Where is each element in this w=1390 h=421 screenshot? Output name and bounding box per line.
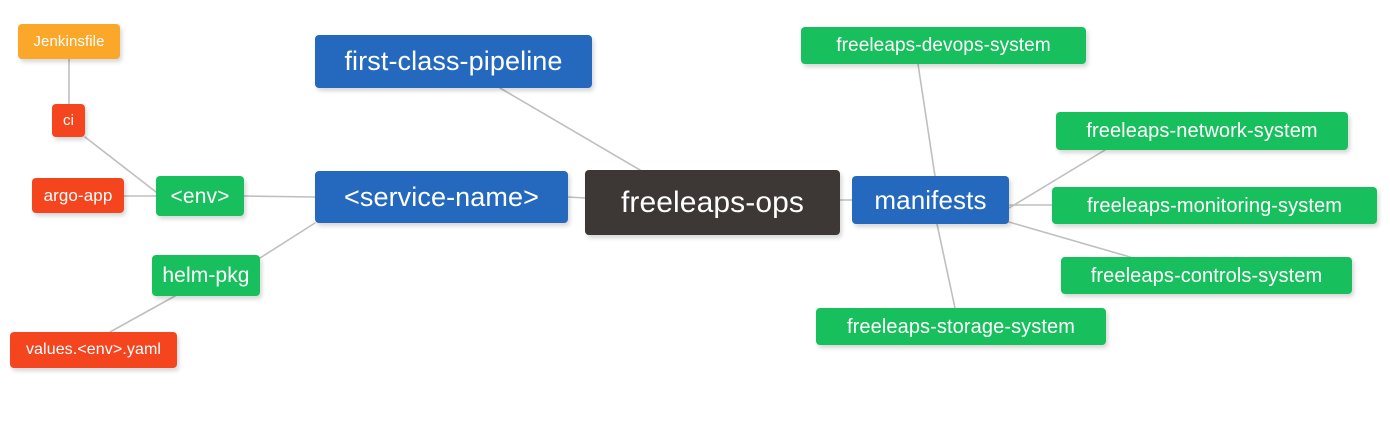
mindmap-node-freeleaps-network-system[interactable]: freeleaps-network-system (1056, 112, 1348, 150)
mindmap-node-service-name[interactable]: <service-name> (315, 171, 568, 223)
mindmap-node-freeleaps-controls-system[interactable]: freeleaps-controls-system (1061, 257, 1352, 294)
mindmap-node-env[interactable]: <env> (156, 176, 244, 216)
edge-manifests-to-freeleaps-devops-system (917, 63, 936, 177)
mindmap-node-freeleaps-devops-system[interactable]: freeleaps-devops-system (801, 27, 1086, 64)
edge-first-class-pipeline-to-freeleaps-ops (499, 87, 641, 171)
mindmap-node-jenkinsfile[interactable]: Jenkinsfile (18, 24, 120, 59)
edge-env-to-service-name (243, 195, 316, 198)
mindmap-node-freeleaps-storage-system[interactable]: freeleaps-storage-system (816, 308, 1106, 345)
mindmap-node-ci[interactable]: ci (52, 104, 85, 137)
edge-service-name-to-helm-pkg (259, 222, 316, 259)
mindmap-node-values-yaml[interactable]: values.<env>.yaml (10, 332, 177, 368)
edge-manifests-to-freeleaps-storage-system (936, 223, 956, 309)
mindmap-node-manifests[interactable]: manifests (852, 176, 1009, 224)
mindmap-node-argo-app[interactable]: argo-app (32, 178, 124, 213)
edge-helm-pkg-to-values-yaml (109, 295, 176, 333)
mindmap-node-first-class-pipeline[interactable]: first-class-pipeline (315, 35, 592, 88)
mindmap-node-helm-pkg[interactable]: helm-pkg (152, 255, 260, 296)
edge-manifests-to-freeleaps-controls-system (1008, 221, 1131, 258)
edge-service-name-to-freeleaps-ops (567, 196, 586, 199)
mindmap-node-freeleaps-monitoring-system[interactable]: freeleaps-monitoring-system (1052, 187, 1377, 224)
mindmap-node-freeleaps-ops[interactable]: freeleaps-ops (585, 170, 840, 235)
